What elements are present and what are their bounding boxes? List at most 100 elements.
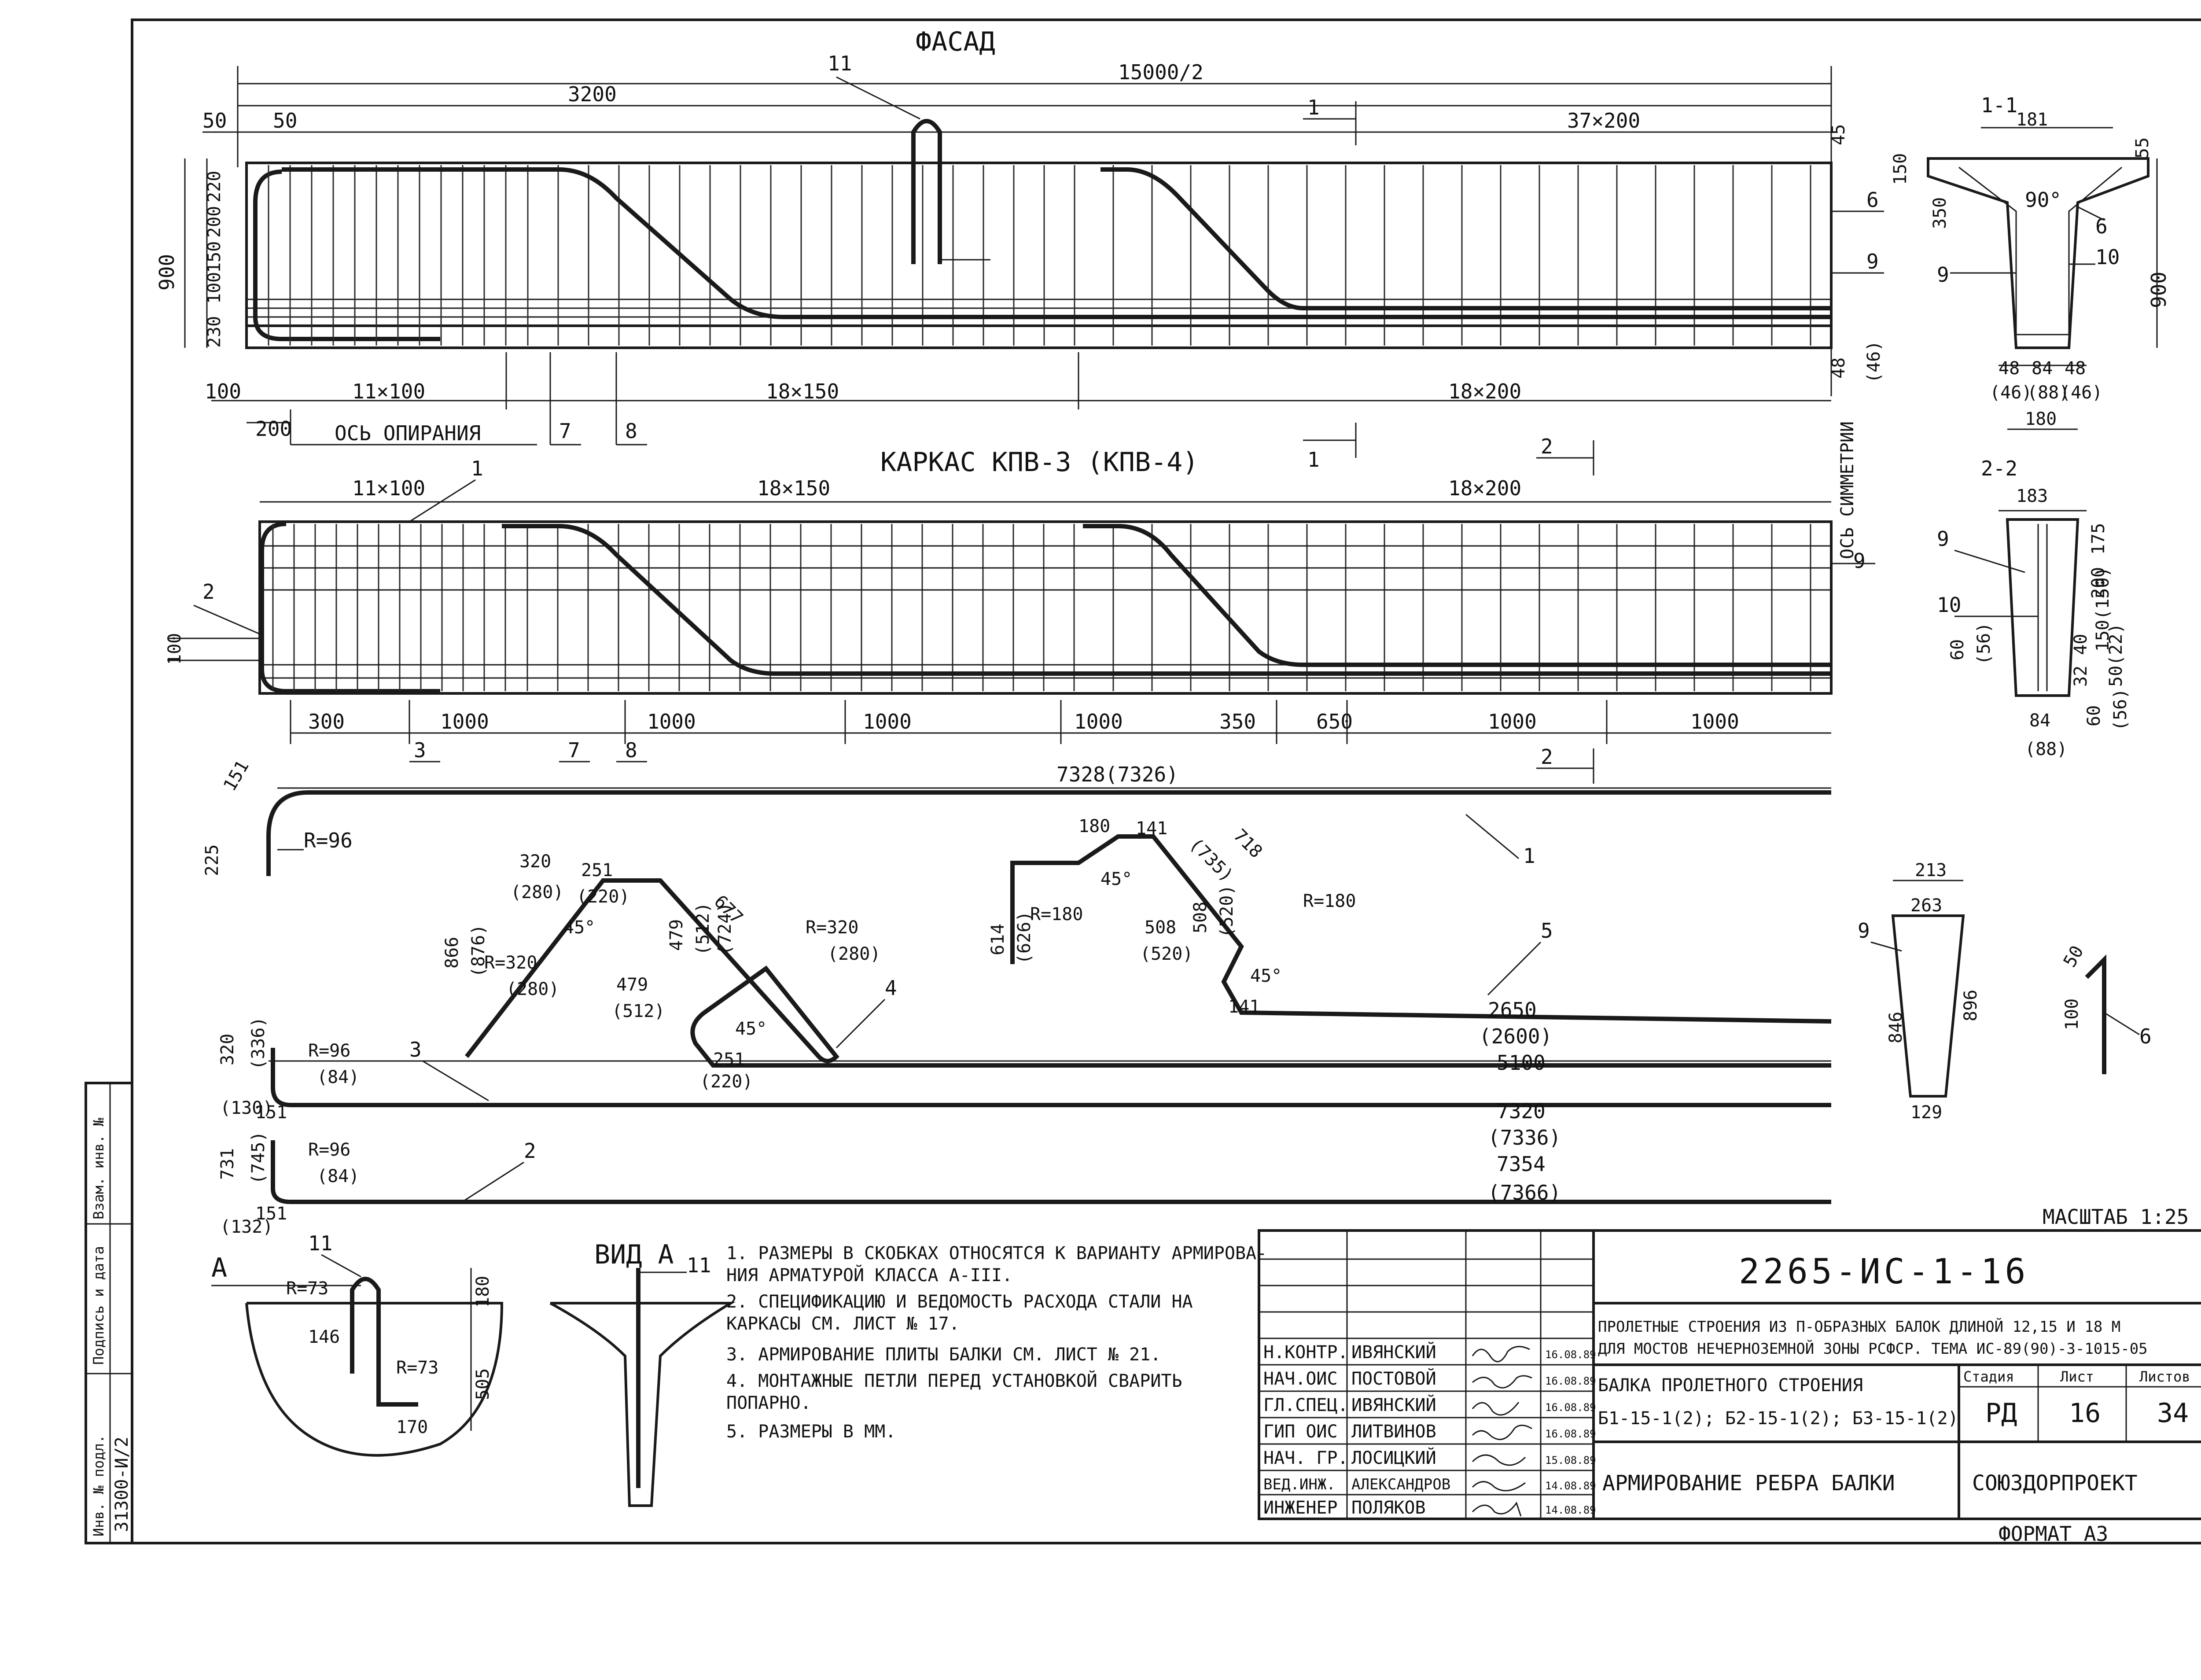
title-block: Н.КОНТР. ИВЯНСКИЙ 16.08.89 НАЧ.ОИС ПОСТО… — [1258, 1229, 2201, 1520]
bar4-dim-220: (220) — [577, 887, 629, 907]
support-axis-label: ОСЬ ОПИРАНИЯ — [335, 421, 481, 445]
detail-a-dim-146: 146 — [308, 1327, 340, 1347]
bar5-angle-1: 45° — [1100, 869, 1132, 889]
bar5-dim-508a: 508 — [1145, 917, 1176, 938]
stage-value: РД — [1985, 1398, 2017, 1429]
dim-3200: 3200 — [568, 82, 617, 106]
dim-bottom-18x150: 18×150 — [766, 379, 839, 403]
bar2-r84: (84) — [317, 1166, 359, 1186]
detail-a-callout-11: 11 — [308, 1231, 332, 1255]
bar3-dim-5100: 5100 — [1497, 1051, 1546, 1075]
symmetry-axis-label: ОСЬ СИММЕТРИИ — [1837, 421, 1858, 559]
sig-date-1: 16.08.89 — [1545, 1348, 1596, 1361]
section-1-1: 1-1 181 55 90° 150 350 900 6 9 10 48 84 … — [1890, 93, 2171, 430]
s11-dim-46a: (46) — [1990, 383, 2032, 403]
detail-a-r73b: R=73 — [396, 1358, 438, 1378]
detail-a-dim-505: 505 — [473, 1368, 493, 1400]
s11-callout-10: 10 — [2095, 245, 2120, 269]
bar4-dim-876: (876) — [468, 925, 489, 977]
project-line-1: ПРОЛЕТНЫЕ СТРОЕНИЯ ИЗ П-ОБРАЗНЫХ БАЛОК Д… — [1598, 1318, 2120, 1336]
sig-role-1: Н.КОНТР. — [1263, 1342, 1348, 1363]
bar6-dim-100: 100 — [2062, 998, 2082, 1030]
s22-callout-10: 10 — [1937, 593, 1961, 617]
bar-1: 151 225 R=96 1 — [202, 757, 1831, 876]
sig-name-3: ИВЯНСКИЙ — [1351, 1394, 1436, 1415]
note-2: 2. СПЕЦИФИКАЦИЮ И ВЕДОМОСТЬ РАСХОДА СТАЛ… — [726, 1292, 1193, 1312]
sig-role-4: ГИП ОИС — [1263, 1422, 1338, 1442]
bar5-dim-520a: (520) — [1140, 944, 1193, 964]
s11-dim-900: 900 — [2147, 272, 2171, 308]
bar3-dim-320: 320 — [217, 1034, 238, 1065]
sig-date-2: 16.08.89 — [1545, 1375, 1596, 1387]
s22-dim-60a: 60 — [1947, 639, 1968, 660]
dim-48: 48 — [1829, 357, 1849, 379]
bar-9: 213 263 846 896 129 9 — [1858, 860, 1981, 1123]
frame-dim-18x200: 18×200 — [1448, 476, 1521, 500]
frame-callout-2: 2 — [202, 580, 215, 604]
stamp-label-sign: Подпись и дата — [90, 1246, 107, 1365]
project-line-2: ДЛЯ МОСТОВ НЕЧЕРНОЗЕМНОЙ ЗОНЫ РСФСР. ТЕМ… — [1598, 1340, 2148, 1358]
s22-dim-84: 84 — [2029, 711, 2050, 731]
detail-a: А 11 R=73 R=73 146 170 180 505 — [211, 1231, 504, 1457]
facade-beam-outline — [245, 162, 1833, 349]
bar2-dim-151: 151 — [255, 1204, 287, 1224]
s22-dim-56a: (56) — [1974, 623, 1994, 665]
s11-dim-46b: (46) — [2060, 383, 2102, 403]
facade-callout-11: 11 — [828, 52, 852, 75]
bar3-dim-7320: 7320 — [1497, 1099, 1546, 1123]
frame-dim-1000-a: 1000 — [440, 710, 489, 733]
frame-dim-1000-d: 1000 — [1074, 710, 1123, 733]
bar4-r320a: R=320 — [484, 953, 537, 973]
bar4-angle-2: 45° — [735, 1019, 767, 1039]
bar5-dim-735: (735) — [1185, 834, 1237, 886]
bar5-dim-2650: 2650 — [1488, 998, 1537, 1022]
dim-bottom-18x200: 18×200 — [1448, 379, 1521, 403]
bar6-number: 6 — [2139, 1024, 2152, 1048]
sig-date-4: 16.08.89 — [1545, 1428, 1596, 1440]
bar2-number: 2 — [524, 1139, 536, 1163]
bar1-r96: R=96 — [304, 829, 353, 852]
dim-230: 230 — [204, 316, 225, 348]
view-a-callout-11: 11 — [687, 1253, 711, 1277]
frame-dim-300: 300 — [308, 710, 345, 733]
bar4-r280a: (280) — [506, 979, 559, 999]
bar4-dim-251b: 251 — [713, 1050, 745, 1070]
signature-marks — [1472, 1346, 1532, 1517]
dim-100: 100 — [204, 272, 225, 304]
note-2b: КАРКАСЫ СМ. ЛИСТ № 17. — [726, 1314, 960, 1334]
bar2-dim-745: (745) — [248, 1131, 269, 1184]
bar6-dim-50: 50 — [2060, 942, 2088, 971]
bar4-dim-512a: (512) — [693, 903, 713, 955]
dim-half-span: 15000/2 — [1118, 60, 1204, 84]
s11-angle: 90° — [2025, 188, 2061, 212]
s11-dim-181: 181 — [2016, 110, 2048, 130]
bar2-dim-7366: (7366) — [1488, 1181, 1561, 1205]
bar3-dim-130: (130) — [220, 1098, 273, 1118]
bar2-dim-731: 731 — [217, 1148, 238, 1180]
frame-callout-1: 1 — [471, 457, 483, 480]
detail-a-dim-170: 170 — [396, 1417, 428, 1437]
frame-section-2a: 2 — [1541, 435, 1553, 458]
bar5-dim-614: 614 — [988, 924, 1008, 955]
bar9-number: 9 — [1858, 919, 1870, 943]
sig-role-3: ГЛ.СПЕЦ. — [1263, 1395, 1348, 1415]
bar4-dim-320: 320 — [519, 851, 551, 872]
bar2-dim-132: (132) — [220, 1217, 273, 1237]
note-1b: НИЯ АРМАТУРОЙ КЛАССА А-III. — [726, 1264, 1012, 1286]
facade-callout-1: 1 — [1307, 96, 1320, 119]
bar1-dim-151: 151 — [220, 757, 253, 795]
stage-header: Стадия — [1963, 1368, 2014, 1385]
sig-name-4: ЛИТВИНОВ — [1351, 1422, 1436, 1442]
bar5-dim-141b: 141 — [1228, 997, 1260, 1017]
frame-title: КАРКАС КПВ-3 (КПВ-4) — [880, 447, 1198, 478]
facade-callout-8: 8 — [625, 419, 637, 443]
facade-callout-9: 9 — [1866, 250, 1879, 273]
bar5-dim-2600: (2600) — [1479, 1024, 1552, 1048]
scale-label: МАСШТАБ 1:25 — [2043, 1205, 2189, 1229]
frame-section-2b: 2 — [1541, 745, 1553, 769]
bar5-r180b: R=180 — [1303, 891, 1356, 911]
notes: 1. РАЗМЕРЫ В СКОБКАХ ОТНОСЯТСЯ К ВАРИАНТ… — [726, 1243, 1267, 1442]
s11-dim-350: 350 — [1930, 197, 1950, 229]
bar1-dim-225: 225 — [202, 844, 222, 876]
